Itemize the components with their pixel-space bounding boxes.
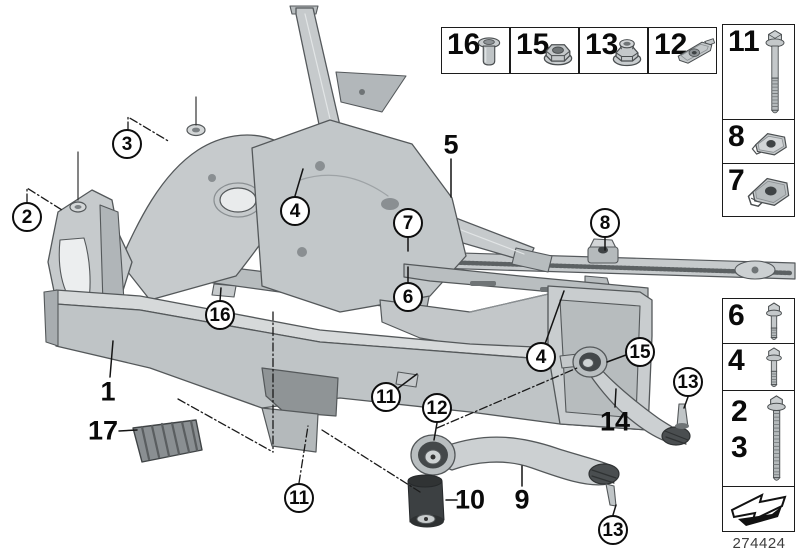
callout-16[interactable]: 16 (205, 300, 235, 330)
clip-nut-large-icon (747, 177, 790, 207)
callout-5[interactable]: 5 (443, 129, 459, 160)
callout-7[interactable]: 7 (393, 208, 423, 238)
clip-part-8 (587, 238, 619, 264)
callout-3[interactable]: 3 (112, 129, 142, 159)
callout-9[interactable]: 9 (514, 484, 530, 515)
callout-12[interactable]: 12 (422, 393, 452, 423)
hex-bolt-medium-icon (766, 347, 782, 388)
bolt-stud-axes (77, 96, 197, 201)
legend-cell-7[interactable]: 7 (722, 163, 795, 217)
callout-4-upper[interactable]: 4 (280, 196, 310, 226)
diagram-number: 274424 (732, 535, 786, 552)
legend-cell-8[interactable]: 8 (722, 119, 795, 165)
legend-cell-15[interactable]: 15 (510, 27, 579, 74)
callout-1[interactable]: 1 (100, 376, 116, 407)
collar-flange-nut-icon (612, 39, 642, 67)
cage-nut-icon (677, 38, 716, 64)
legend-cell-13[interactable]: 13 (579, 27, 648, 74)
legend-cell-4[interactable]: 4 (722, 343, 795, 392)
callout-11-left[interactable]: 11 (284, 483, 314, 513)
hydro-bushing-12 (410, 434, 456, 476)
legend-cell-12[interactable]: 12 (648, 27, 717, 74)
hex-bolt-long-icon (767, 395, 786, 481)
long-flange-bolt-icon (765, 29, 785, 114)
rubber-mount-10 (407, 474, 445, 528)
direction-of-travel-arrow-icon (730, 493, 787, 526)
legend-cell-16[interactable]: 16 (441, 27, 510, 74)
callout-13-lower[interactable]: 13 (598, 515, 628, 545)
callout-4-lower[interactable]: 4 (526, 342, 556, 372)
rubber-pad-17 (132, 419, 203, 463)
callout-13-upper[interactable]: 13 (673, 367, 703, 397)
tension-strut-14 (559, 346, 691, 446)
callout-2[interactable]: 2 (12, 202, 42, 232)
callout-6[interactable]: 6 (393, 282, 423, 312)
legend-cell-2-3[interactable]: 2 3 (722, 390, 795, 488)
leader-lines (109, 158, 689, 516)
callout-8[interactable]: 8 (590, 208, 620, 238)
callout-15[interactable]: 15 (625, 337, 655, 367)
clip-nut-small-icon (751, 133, 787, 156)
hex-bolt-medium-icon (766, 302, 782, 341)
legend-cell-6[interactable]: 6 (722, 298, 795, 345)
rivet-nut-icon (477, 37, 501, 66)
callout-17[interactable]: 17 (87, 415, 119, 446)
callout-10[interactable]: 10 (454, 484, 486, 515)
legend-cell-arrow[interactable] (722, 486, 795, 532)
flange-nut-icon (543, 44, 573, 66)
legend-cell-11[interactable]: 11 (722, 24, 795, 121)
callout-11-mid[interactable]: 11 (371, 382, 401, 412)
axis-lines (26, 116, 578, 493)
control-arm-9 (440, 436, 620, 507)
callout-14[interactable]: 14 (599, 406, 631, 437)
front-axle-carrier (43, 119, 653, 453)
